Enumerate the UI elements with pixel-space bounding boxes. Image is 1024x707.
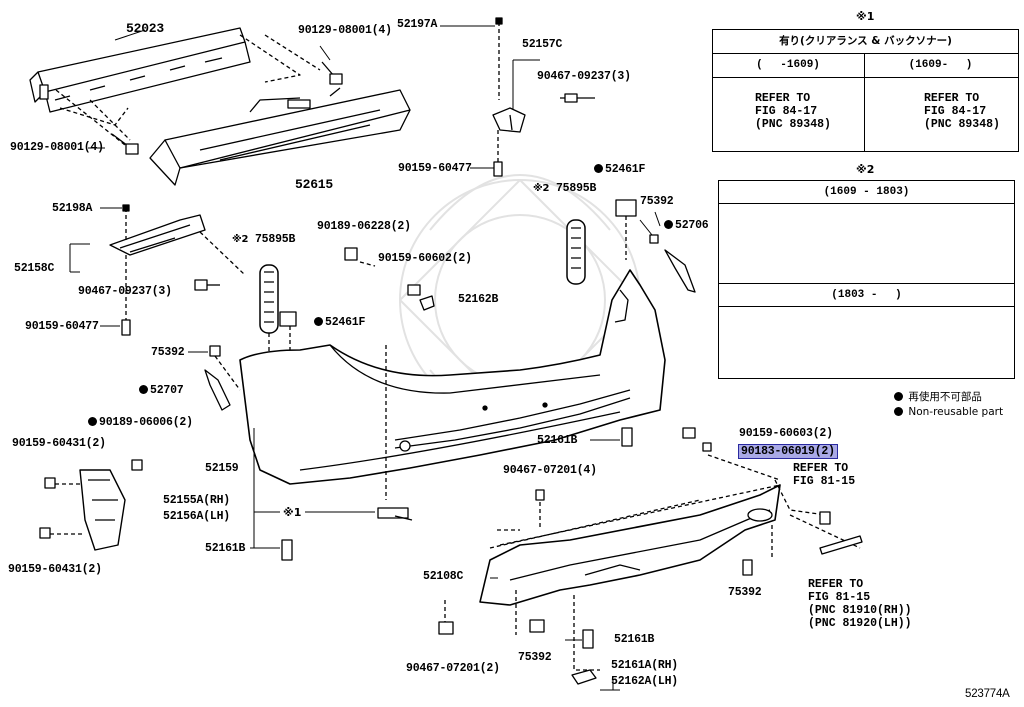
- part-label-52615[interactable]: 52615: [295, 177, 334, 192]
- variant-table-2: [718, 180, 1015, 379]
- table2-divider: [718, 306, 1015, 307]
- part-label-90189-06228[interactable]: 90189-06228(2): [317, 220, 411, 233]
- part-label-90467-09237-a[interactable]: 90467-09237(3): [537, 70, 631, 83]
- part-label-52161a[interactable]: 52161A(RH): [611, 659, 679, 672]
- legend-en: Non-reusable part: [894, 406, 1003, 418]
- note-marker-1-callout: ※1: [283, 506, 302, 519]
- part-label-52197a[interactable]: 52197A: [397, 18, 438, 31]
- bracket-52155a: [79, 469, 126, 551]
- bracket-52158c: [109, 214, 206, 256]
- part-label-52461f-b[interactable]: 52461F: [314, 316, 365, 329]
- part-label-90467-09237-b[interactable]: 90467-09237(3): [78, 285, 172, 298]
- part-label-90129-08001-top[interactable]: 90129-08001(4): [298, 24, 392, 37]
- part-label-text: 75895B: [555, 182, 597, 195]
- table1-ref1: REFER TO FIG 84-17 (PNC 89348): [755, 92, 831, 131]
- table1-ref2: REFER TO FIG 84-17 (PNC 89348): [924, 92, 1000, 131]
- part-label-text: 52461F: [325, 316, 366, 329]
- part-label-text: 52461F: [605, 163, 646, 176]
- part-label-52162b[interactable]: 52162B: [458, 293, 499, 306]
- table1-divider: [712, 77, 1019, 78]
- part-label-52707[interactable]: 52707: [139, 384, 184, 397]
- part-label-52156a[interactable]: 52156A(LH): [163, 510, 231, 523]
- diagram-code: 523774A: [965, 688, 1010, 700]
- table1-divider: [864, 53, 865, 151]
- table2-divider: [718, 283, 1015, 284]
- table2-row2: (1803 - ): [831, 289, 902, 301]
- refer-to-fig-81-15-a[interactable]: REFER TO FIG 81-15: [793, 462, 856, 488]
- part-label-52461f-a[interactable]: 52461F: [594, 163, 645, 176]
- part-label-90159-60477-a[interactable]: 90159-60477: [398, 162, 472, 175]
- refer-to-fig-81-15-b[interactable]: REFER TO FIG 81-15 (PNC 81910(RH)) (PNC …: [808, 578, 912, 630]
- part-label-75895b-a[interactable]: ※2 75895B: [533, 182, 596, 195]
- part-label-52023[interactable]: 52023: [126, 21, 165, 36]
- bumper-cover-52159: [239, 269, 666, 485]
- table1-col1: ( -1609): [756, 59, 820, 71]
- reflector-75895b-left: [259, 264, 279, 334]
- note-marker: ※2: [232, 234, 249, 245]
- part-label-75392-a[interactable]: 75392: [640, 195, 674, 208]
- table2-divider: [718, 203, 1015, 204]
- part-label-90159-60477-b[interactable]: 90159-60477: [25, 320, 99, 333]
- non-reusable-dot-icon: [139, 385, 148, 394]
- part-label-90467-07201-b[interactable]: 90467-07201(2): [406, 662, 500, 675]
- part-label-52161b-b[interactable]: 52161B: [537, 434, 578, 447]
- variant-table-1: [712, 29, 1019, 152]
- non-reusable-dot-icon: [88, 417, 97, 426]
- part-label-text: 75895B: [254, 233, 296, 246]
- part-label-90129-08001-left[interactable]: 90129-08001(4): [10, 141, 104, 154]
- part-label-90467-07201-a[interactable]: 90467-07201(4): [503, 464, 597, 477]
- part-label-75895b-b[interactable]: ※2 75895B: [232, 233, 295, 246]
- non-reusable-dot-icon: [594, 164, 603, 173]
- part-label-75392-b[interactable]: 75392: [151, 346, 185, 359]
- part-label-75392-d[interactable]: 75392: [518, 651, 552, 664]
- legend-jp: 再使用不可部品: [894, 389, 982, 404]
- bolt-90129-left: [111, 133, 139, 155]
- part-label-text: 52707: [150, 384, 184, 397]
- part-label-52158c[interactable]: 52158C: [14, 262, 55, 275]
- part-label-90189-06006[interactable]: 90189-06006(2): [88, 416, 193, 429]
- part-label-52157c[interactable]: 52157C: [522, 38, 563, 51]
- part-label-90159-60431-b[interactable]: 90159-60431(2): [8, 563, 102, 576]
- lower-panel-52108c: [479, 484, 781, 606]
- table1-header: 有り(クリアランス & バックソナー): [779, 35, 952, 47]
- part-label-75392-c[interactable]: 75392: [728, 586, 762, 599]
- part-label-52159[interactable]: 52159: [205, 462, 239, 475]
- part-label-90183-06019-highlighted[interactable]: 90183-06019(2): [738, 444, 838, 459]
- part-label-90159-60603[interactable]: 90159-60603(2): [739, 427, 833, 440]
- non-reusable-dot-icon: [894, 392, 903, 401]
- part-label-90159-60602[interactable]: 90159-60602(2): [378, 252, 472, 265]
- part-label-52161b-c[interactable]: 52161B: [614, 633, 655, 646]
- non-reusable-dot-icon: [314, 317, 323, 326]
- note-marker-1: ※1: [856, 10, 875, 23]
- non-reusable-dot-icon: [894, 407, 903, 416]
- bracket-52157c: [492, 107, 526, 133]
- legend-en-text: Non-reusable part: [908, 406, 1004, 418]
- table1-col2: (1609- ): [908, 59, 973, 71]
- note-marker-2: ※2: [856, 163, 875, 176]
- table1-divider: [712, 53, 1019, 54]
- part-label-52198a[interactable]: 52198A: [52, 202, 93, 215]
- part-label-52108c[interactable]: 52108C: [423, 570, 464, 583]
- reinforcement-beam-52023: [29, 27, 251, 113]
- bolt-90129-top: [321, 61, 343, 85]
- part-label-90159-60431-a[interactable]: 90159-60431(2): [12, 437, 106, 450]
- non-reusable-dot-icon: [664, 220, 673, 229]
- part-label-text: 52706: [675, 219, 709, 232]
- legend-jp-text: 再使用不可部品: [908, 391, 982, 403]
- part-label-52155a[interactable]: 52155A(RH): [163, 494, 231, 507]
- part-label-text: 90189-06006(2): [99, 416, 193, 429]
- energy-absorber-52615: [149, 87, 411, 186]
- reflector-75895b-right: [566, 219, 586, 285]
- table2-row1: (1609 - 1803): [823, 186, 910, 198]
- note-marker: ※2: [533, 183, 550, 194]
- part-label-52706[interactable]: 52706: [664, 219, 709, 232]
- part-label-52161b-a[interactable]: 52161B: [205, 542, 246, 555]
- part-label-52162a[interactable]: 52162A(LH): [611, 675, 679, 688]
